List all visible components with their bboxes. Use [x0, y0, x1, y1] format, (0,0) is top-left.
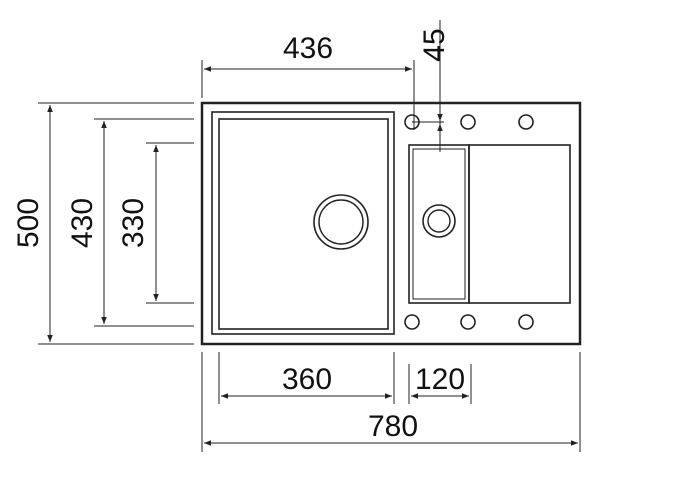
tap-hole-icon	[518, 114, 534, 130]
small-drain	[422, 204, 456, 238]
dim-label-tap-offset: 45	[418, 28, 451, 61]
small-bowl	[408, 144, 470, 304]
tap-hole-icon	[518, 314, 534, 330]
dim-main-bowl-width: 360	[218, 352, 395, 404]
dim-label-top-width: 436	[283, 32, 333, 65]
dim-inner-height: 430	[66, 118, 194, 327]
tap-hole-icon	[404, 314, 420, 330]
dim-total-width: 780	[201, 352, 581, 452]
dim-label-bowl-height: 330	[117, 198, 150, 248]
dim-total-height: 500	[12, 102, 194, 345]
dim-tap-offset: 45	[412, 20, 451, 152]
drainboard	[468, 144, 571, 304]
dim-label-small-bowl-width: 120	[415, 363, 465, 396]
dim-label-main-bowl-width: 360	[282, 363, 332, 396]
dim-bowl-height: 330	[117, 142, 194, 304]
dim-label-inner-height: 430	[66, 198, 99, 248]
tap-hole-icon	[460, 314, 476, 330]
main-bowl	[211, 111, 395, 335]
dim-label-total-width: 780	[368, 410, 418, 443]
main-drain	[313, 194, 369, 250]
dim-top-width: 436	[201, 32, 415, 130]
sink-outline	[200, 101, 582, 346]
dim-small-bowl-width: 120	[408, 363, 472, 404]
dim-label-total-height: 500	[12, 198, 45, 248]
tap-hole-icon	[460, 114, 476, 130]
